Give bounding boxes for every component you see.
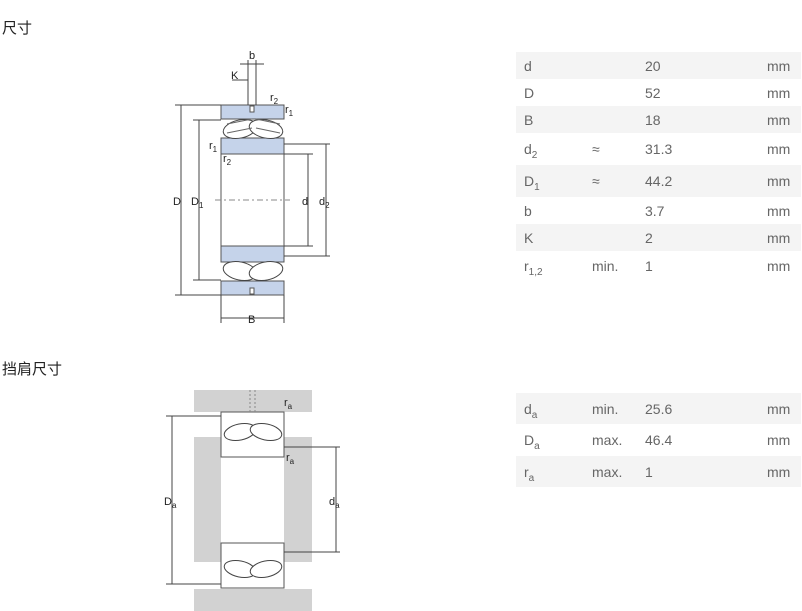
qualifier-cell: max. [592,432,623,448]
label-B: B [248,314,255,326]
value-cell: 2 [645,229,653,246]
symbol-text: d [524,57,532,74]
value-cell: 31.3 [645,141,673,157]
symbol-cell: Da [516,424,584,456]
qualifier-cell [584,197,637,224]
symbol-text: d [524,141,532,157]
label-ra-inner: ra [286,452,295,466]
symbol-cell: B [516,106,584,133]
value-cell: 20 [645,57,661,74]
symbol-cell: b [516,197,584,224]
symbol-subscript: 1 [534,182,540,193]
table-row: b 3.7 mm [516,197,801,224]
table-row: d2 ≈31.3 mm [516,133,801,165]
label-da: da [329,496,340,510]
symbol-subscript: a [528,472,535,484]
unit-cell: mm [767,258,791,274]
symbol-cell: d2 [516,133,584,165]
qualifier-cell: min. [592,258,619,274]
qualifier-cell: ≈ [592,173,600,189]
symbol-cell: da [516,393,584,424]
table-row: K 2 mm [516,224,801,251]
qualifier-cell [584,52,637,79]
unit-cell: mm [767,202,791,219]
symbol-text: r [524,258,529,274]
label-r2-inner: r2 [223,153,232,167]
symbol-subscript: a [531,409,538,421]
symbol-cell: d [516,52,584,79]
label-ra-top: ra [284,397,293,411]
abutment-diagram: ra ra Da da [164,390,340,611]
symbol-cell: D [516,79,584,106]
symbol-text: r [524,463,529,480]
table-row: D1 ≈44.2 mm [516,165,801,197]
label-K: K [231,70,239,82]
label-D1: D1 [191,196,204,210]
table-row: D 52 mm [516,79,801,106]
symbol-text: d [524,400,532,417]
label-D: D [173,196,181,208]
symbol-cell: K [516,224,584,251]
qualifier-cell [584,106,637,133]
table-row: d 20 mm [516,52,801,79]
value-cell: 46.4 [645,432,673,448]
label-d: d [302,196,308,208]
unit-cell: mm [767,432,791,448]
label-Da: Da [164,496,177,510]
table-row: r1,2 min. 1 mm [516,251,801,281]
unit-cell: mm [767,173,791,189]
unit-cell: mm [767,84,791,101]
qualifier-cell: max. [592,463,623,480]
table-row: B 18 mm [516,106,801,133]
value-cell: 18 [645,111,661,128]
label-r2-top: r2 [270,92,279,106]
table-row: ra max. 1 mm [516,456,801,487]
symbol-subscript: 1,2 [528,267,543,278]
table-row: da min. 25.6 mm [516,393,801,424]
label-r1-inner: r1 [209,140,218,154]
unit-cell: mm [767,229,791,246]
unit-cell: mm [767,57,791,74]
qualifier-cell [584,79,637,106]
abutment-title: 挡肩尺寸 [2,360,63,378]
bearing-diagram: b K r2 r1 r1 r2 D D1 d d2 B [173,50,330,326]
value-cell: 44.2 [645,173,673,189]
symbol-text: D [524,173,535,189]
symbol-cell: D1 [516,165,584,197]
value-cell: 3.7 [645,202,665,219]
symbol-cell: r1,2 [516,251,584,281]
symbol-text: K [524,229,534,246]
value-cell: 25.6 [645,400,673,417]
unit-cell: mm [767,111,791,128]
label-d2: d2 [319,196,330,210]
table-row: Da max. 46.4 mm [516,424,801,456]
dimensions-title: 尺寸 [2,19,33,37]
symbol-text: D [524,432,535,448]
value-cell: 1 [645,258,653,274]
qualifier-cell: min. [592,400,619,417]
symbol-subscript: a [534,441,540,452]
symbol-text: b [524,202,532,219]
symbol-text: D [524,84,535,101]
qualifier-cell: ≈ [592,141,600,157]
label-r1-top: r1 [285,104,294,118]
value-cell: 52 [645,84,661,101]
label-b: b [249,50,255,62]
symbol-cell: ra [516,456,584,487]
unit-cell: mm [767,463,791,480]
qualifier-cell [584,224,637,251]
unit-cell: mm [767,400,791,417]
symbol-text: B [524,111,534,128]
symbol-subscript: 2 [531,150,538,161]
unit-cell: mm [767,141,791,157]
value-cell: 1 [645,463,653,480]
